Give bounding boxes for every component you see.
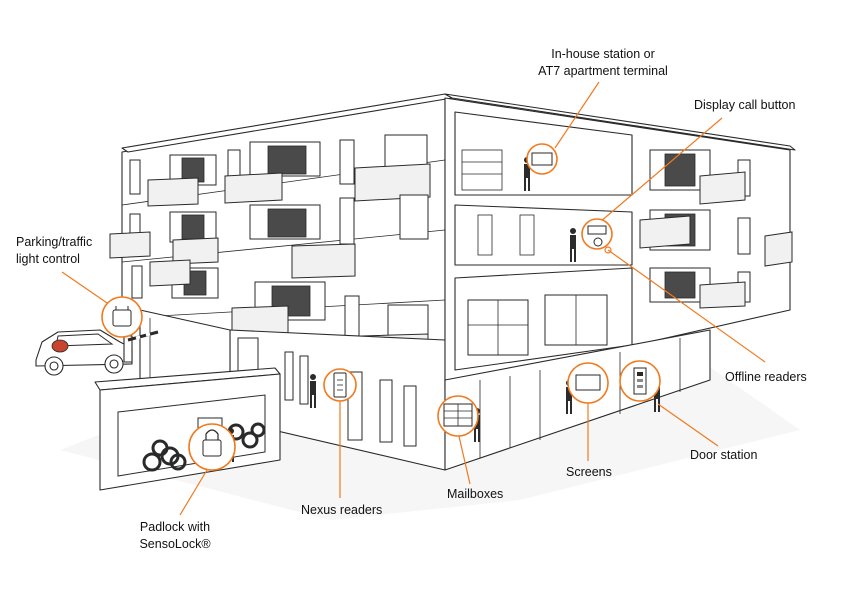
car-icon xyxy=(35,329,133,376)
label-offline-readers: Offline readers xyxy=(725,370,807,384)
label-in-house-station-line1: In-house station or xyxy=(551,47,655,61)
label-parking-line1: Parking/traffic xyxy=(16,235,93,249)
offline-reader-icon xyxy=(604,246,612,254)
mailbox-icon xyxy=(437,395,479,437)
label-door-station: Door station xyxy=(690,448,758,462)
screen-icon xyxy=(567,362,609,404)
barrier-gate-icon xyxy=(123,330,159,363)
label-in-house-station-line2: AT7 apartment terminal xyxy=(538,64,668,78)
in-house-station-icon xyxy=(526,143,558,175)
label-nexus-readers: Nexus readers xyxy=(301,503,383,517)
label-parking-traffic: Parking/traffic light control xyxy=(16,234,92,268)
label-padlock-line1: Padlock with xyxy=(139,520,211,534)
door-station-icon xyxy=(619,360,661,402)
door-reader-icon xyxy=(323,368,357,402)
label-in-house-station: In-house station or AT7 apartment termin… xyxy=(528,46,678,80)
callout-leaders xyxy=(61,81,766,516)
label-padlock: Padlock with SensoLock® xyxy=(120,519,230,553)
label-padlock-line2: SensoLock® xyxy=(139,537,211,551)
parking-controller-icon xyxy=(101,296,143,338)
call-button-icon xyxy=(581,218,613,250)
building-left-facade xyxy=(109,93,453,471)
padlock-icon xyxy=(188,423,236,471)
label-screens: Screens xyxy=(566,465,612,479)
label-parking-line2: light control xyxy=(16,252,80,266)
label-display-call-button: Display call button xyxy=(694,98,796,112)
label-mailboxes: Mailboxes xyxy=(447,487,504,501)
